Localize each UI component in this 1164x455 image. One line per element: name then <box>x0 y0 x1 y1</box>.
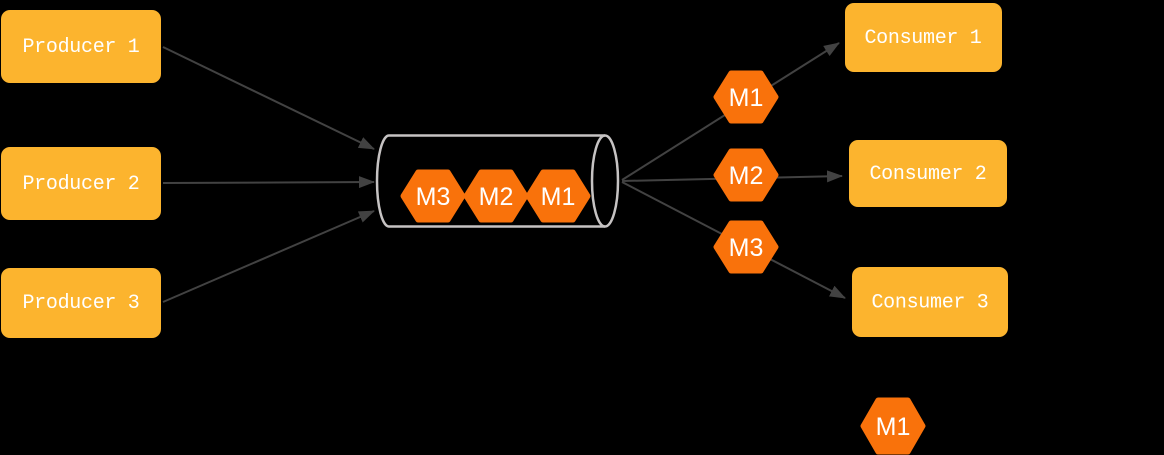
consumer-1-node: Consumer 1 <box>845 3 1002 72</box>
consumer-1-label: Consumer 1 <box>864 27 981 50</box>
producer-1-label: Producer 1 <box>22 36 139 59</box>
consumer-1-box <box>845 3 1002 72</box>
queue-cylinder-body <box>375 134 605 228</box>
inflight-message-m1-label: M1 <box>729 84 764 112</box>
inflight-message-m2-label: M2 <box>729 162 764 190</box>
queue-message-m2: M2 <box>463 169 529 223</box>
arrow-producer3-to-queue <box>162 210 375 303</box>
delivered-message-m1-hexagon <box>860 397 926 455</box>
inflight-message-m2-hexagon <box>713 148 779 202</box>
queue-cylinder <box>375 134 620 228</box>
inflight-message-m3-hexagon <box>713 220 779 274</box>
inflight-message-m2: M2 <box>713 148 779 202</box>
consumer-2-node: Consumer 2 <box>849 140 1007 207</box>
producer-1-box <box>1 10 161 83</box>
consumer-2-label: Consumer 2 <box>869 163 986 186</box>
producer-2-node: Producer 2 <box>1 147 161 220</box>
producer-2-label: Producer 2 <box>22 173 139 196</box>
queue-message-m3: M3 <box>400 169 466 223</box>
producer-3-label: Producer 3 <box>22 292 139 315</box>
inflight-message-m1-hexagon <box>713 70 779 124</box>
queue-message-m3-hexagon <box>400 169 466 223</box>
arrow-producer2-to-queue <box>162 176 375 189</box>
queue-message-m1-hexagon <box>525 169 591 223</box>
producer-1-node: Producer 1 <box>1 10 161 83</box>
producer-3-box <box>1 268 161 338</box>
queue-message-m1: M1 <box>525 169 591 223</box>
producer-2-box <box>1 147 161 220</box>
producer-3-node: Producer 3 <box>1 268 161 338</box>
queue-message-m3-label: M3 <box>416 183 451 211</box>
delivered-message-m1: M1 <box>860 397 926 455</box>
queue-cylinder-cap <box>590 134 620 228</box>
inflight-message-m1: M1 <box>713 70 779 124</box>
delivered-message-m1-label: M1 <box>876 413 911 441</box>
consumer-3-box <box>852 267 1008 337</box>
queue-message-m2-label: M2 <box>479 183 514 211</box>
consumer-3-label: Consumer 3 <box>871 292 988 315</box>
inflight-message-m3: M3 <box>713 220 779 274</box>
consumer-2-box <box>849 140 1007 207</box>
queue-message-m1-label: M1 <box>541 183 576 211</box>
arrow-producer1-to-queue <box>162 46 375 150</box>
inflight-message-m3-label: M3 <box>729 234 764 262</box>
consumer-3-node: Consumer 3 <box>852 267 1008 337</box>
